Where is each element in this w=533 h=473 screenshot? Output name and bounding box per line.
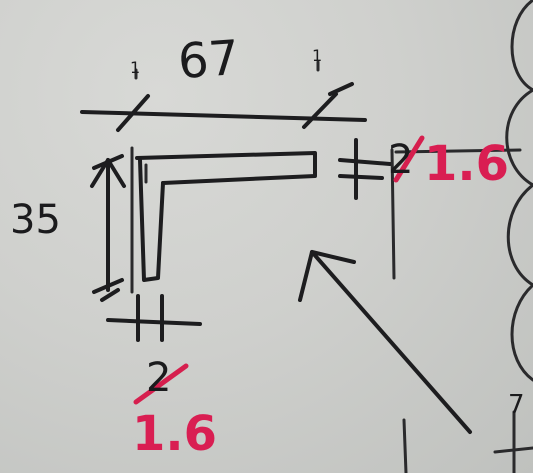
bottom-original-value: 2 [146,355,172,401]
top-dimension-label: 67 [176,29,241,91]
top-dimension-line [80,60,367,132]
l-section-outline [130,146,317,294]
bottom-thickness-marks [100,288,202,342]
red-strike-marks [133,135,425,405]
tick-label-right: 1 [312,46,323,65]
tick-label-left: 1 [130,58,141,77]
right-original-value: 2 [388,137,414,183]
notebook-rings [505,0,533,382]
right-corrected-value: 1.6 [424,136,510,192]
pointer-arrow [298,250,472,434]
corner-fragment-label: 7 [508,390,525,420]
bottom-corrected-value: 1.6 [132,406,218,462]
corner-fragment-lines [402,410,533,473]
right-thickness-marks [338,138,522,280]
left-dimension-line [90,154,126,294]
left-dimension-label: 35 [10,197,61,243]
